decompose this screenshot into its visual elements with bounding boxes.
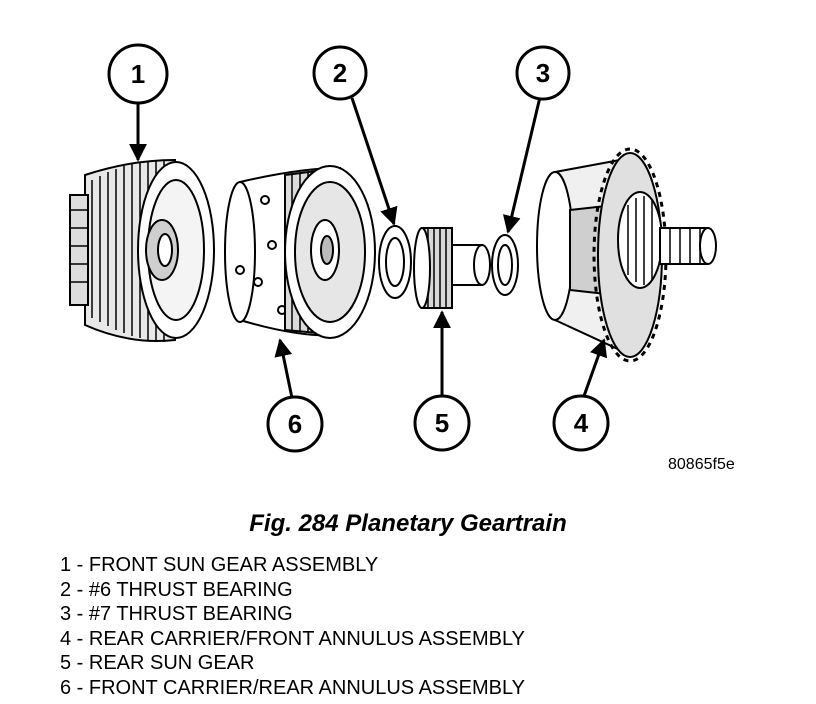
legend-item: 2 - #6 THRUST BEARING [60, 578, 293, 601]
arrow-6 [274, 338, 294, 399]
parts-legend: 1 - FRONT SUN GEAR ASSEMBLY 2 - #6 THRUS… [60, 553, 525, 700]
arrow-3 [502, 96, 542, 234]
callout-1: 1 [107, 43, 169, 105]
figure-caption: Fig. 284 Planetary Geartrain [249, 510, 567, 537]
planetary-geartrain-illustration: 1 2 3 4 5 6 [69, 43, 717, 453]
rear-sun-gear-drawing [413, 227, 491, 309]
callout-arrows [129, 96, 608, 399]
callout-3-number: 3 [536, 58, 550, 88]
legend-item: 1 - FRONT SUN GEAR ASSEMBLY [60, 554, 379, 576]
thrust-bearing-7-drawing [491, 234, 519, 296]
figure-code: 80865f5e [668, 456, 735, 473]
legend-item: 3 - #7 THRUST BEARING [60, 603, 293, 625]
thrust-bearing-6-drawing [378, 225, 412, 299]
callout-6-number: 6 [288, 409, 302, 439]
callout-3: 3 [515, 45, 571, 101]
front-sun-gear-assembly-drawing [69, 158, 215, 342]
callout-4: 4 [552, 394, 610, 452]
callout-1-number: 1 [131, 59, 145, 89]
callout-4-number: 4 [574, 408, 589, 438]
arrow-2 [350, 97, 398, 226]
legend-item: 4 - REAR CARRIER/FRONT ANNULUS ASSEMBLY [60, 627, 525, 650]
rear-carrier-front-annulus-drawing [536, 147, 717, 363]
arrow-4 [582, 338, 608, 397]
front-carrier-rear-annulus-drawing [224, 165, 376, 339]
legend-item: 6 - FRONT CARRIER/REAR ANNULUS ASSEMBLY [60, 676, 525, 699]
callout-6: 6 [266, 395, 324, 453]
callout-2: 2 [312, 45, 368, 101]
legend-item: 5 - REAR SUN GEAR [60, 652, 255, 674]
callout-5-number: 5 [435, 408, 449, 438]
callout-2-number: 2 [333, 58, 347, 88]
callout-5: 5 [413, 394, 471, 452]
